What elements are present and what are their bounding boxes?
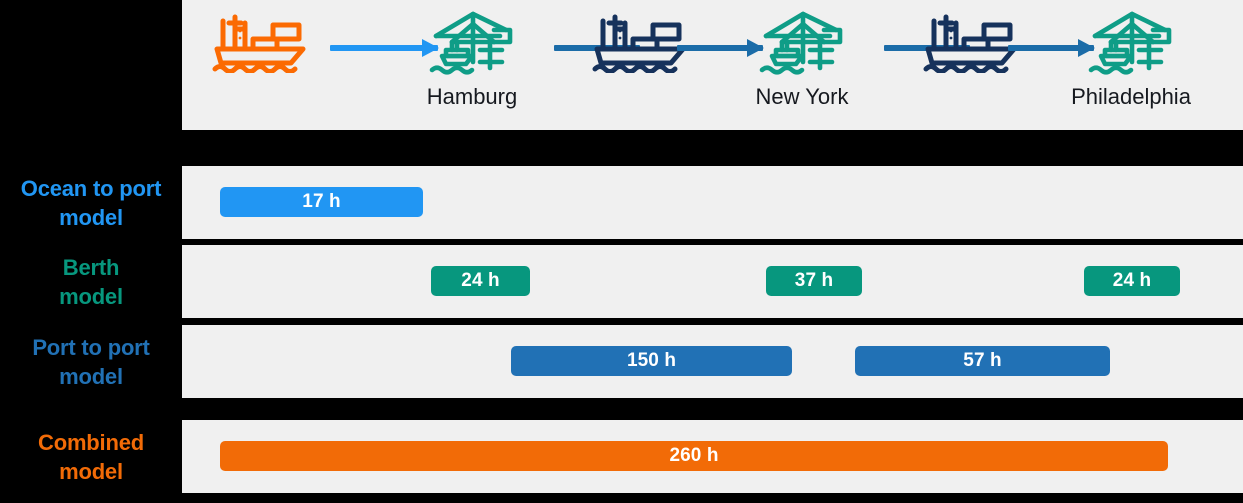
route-node-newyork: New York <box>722 8 882 110</box>
row-label-berth: Berth model <box>0 245 182 318</box>
arrow-ship-to-newyork <box>677 39 764 57</box>
route-panel: Hamburg <box>182 0 1243 130</box>
route-strip: Hamburg <box>182 0 1243 130</box>
row-panel-berth: 24 h 37 h 24 h <box>182 245 1243 318</box>
route-node-origin-ship <box>181 8 341 84</box>
arrow-ship-to-philadelphia <box>1008 39 1095 57</box>
row-label-line2: model <box>59 283 123 309</box>
route-city-label-hamburg: Hamburg <box>426 84 518 109</box>
bar-port-to-port-1[interactable]: 150 h <box>511 346 792 376</box>
row-label-port-to-port: Port to port model <box>0 325 182 398</box>
row-label-line1: Ocean to port <box>20 175 162 201</box>
arrow-head <box>1078 39 1095 57</box>
cargo-ship-icon <box>561 8 721 78</box>
arrow-head <box>422 39 439 57</box>
route-node-philadelphia: Philadelphia <box>1051 8 1211 110</box>
row-label-line1: Port to port <box>32 334 150 360</box>
cargo-ship-icon <box>181 8 341 78</box>
arrow-shaft <box>330 45 438 51</box>
port-crane-icon <box>1051 8 1211 78</box>
route-city-label-philadelphia: Philadelphia <box>1071 84 1191 109</box>
bar-ocean-to-port-1[interactable]: 17 h <box>220 187 423 217</box>
arrow-ship-to-hamburg <box>330 39 439 57</box>
bar-combined-total[interactable]: 260 h <box>220 441 1168 471</box>
bar-berth-philadelphia[interactable]: 24 h <box>1084 266 1180 296</box>
row-label-line1: Berth <box>62 254 120 280</box>
arrow-shaft <box>1008 45 1094 51</box>
bar-berth-newyork[interactable]: 37 h <box>766 266 862 296</box>
bar-port-to-port-2[interactable]: 57 h <box>855 346 1110 376</box>
port-crane-icon <box>392 8 552 78</box>
arrow-shaft <box>677 45 763 51</box>
row-label-line1: Combined <box>38 429 144 455</box>
row-label-line2: model <box>59 363 123 389</box>
route-node-hamburg: Hamburg <box>392 8 552 110</box>
row-panel-combined: 260 h <box>182 420 1243 493</box>
arrow-head <box>747 39 764 57</box>
row-label-line2: model <box>59 204 123 230</box>
route-node-ship-3 <box>892 8 1052 84</box>
row-label-line2: model <box>59 458 123 484</box>
route-node-ship-2 <box>561 8 721 84</box>
row-panel-ocean-to-port: 17 h <box>182 166 1243 239</box>
bar-berth-hamburg[interactable]: 24 h <box>431 266 530 296</box>
row-label-ocean-to-port: Ocean to port model <box>0 166 182 239</box>
row-panel-port-to-port: 150 h 57 h <box>182 325 1243 398</box>
route-city-label-newyork: New York <box>755 84 849 109</box>
cargo-ship-icon <box>892 8 1052 78</box>
port-crane-icon <box>722 8 882 78</box>
row-label-combined: Combined model <box>0 420 182 493</box>
